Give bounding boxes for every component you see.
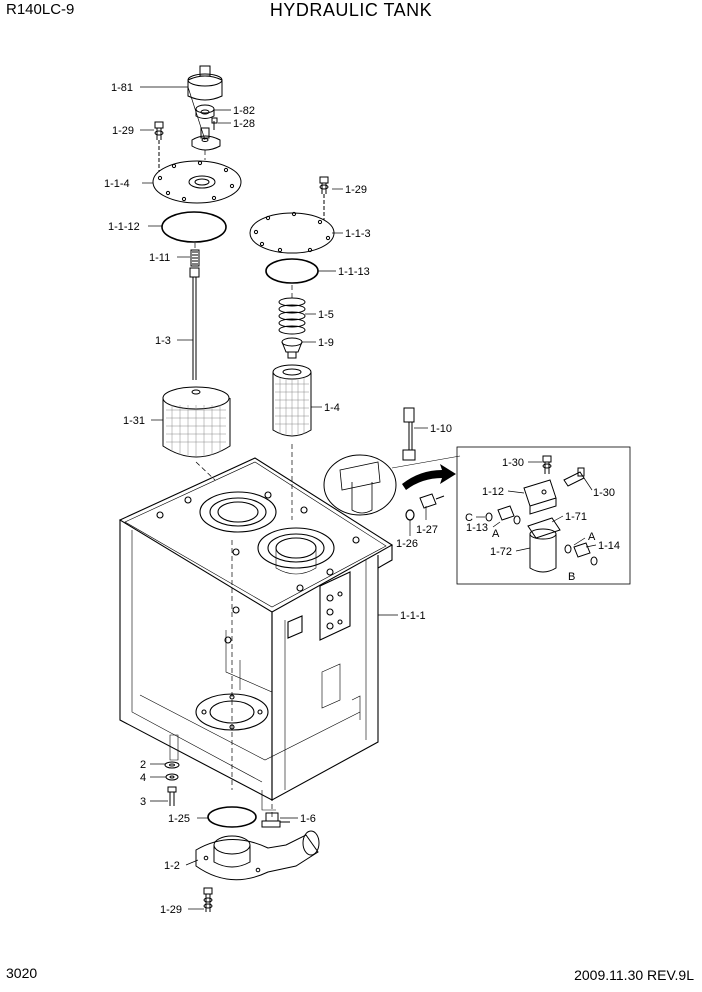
inset-callout-1-13: 1-13 bbox=[466, 522, 488, 534]
callout-1-10: 1-10 bbox=[430, 423, 452, 435]
callout-1-4: 1-4 bbox=[324, 402, 340, 414]
hose-1-10-drawing bbox=[402, 407, 416, 461]
callout-1-1-12: 1-1-12 bbox=[108, 221, 140, 233]
inset-callout-A-left: A bbox=[492, 528, 500, 540]
callout-1-1-3: 1-1-3 bbox=[345, 228, 371, 240]
washer-2-drawing bbox=[164, 761, 180, 769]
callout-1-26: 1-26 bbox=[396, 538, 418, 550]
callout-1-6: 1-6 bbox=[300, 813, 316, 825]
callout-1-3: 1-3 bbox=[155, 335, 171, 347]
detail-arrow-icon bbox=[402, 464, 456, 490]
page-title: HYDRAULIC TANK bbox=[269, 0, 433, 20]
inset-callout-1-14: 1-14 bbox=[598, 540, 620, 552]
valve-1-9-drawing bbox=[281, 337, 303, 359]
callout-labels: 1-81 1-82 1-28 1-29 1-1-4 1-1-12 1-11 1-… bbox=[104, 82, 452, 916]
callout-2: 2 bbox=[140, 759, 146, 771]
inset-callout-A-right: A bbox=[588, 531, 596, 543]
bolt-1-29-upper-right-drawing bbox=[319, 176, 329, 220]
callout-1-28: 1-28 bbox=[233, 118, 255, 130]
fitting-1-6-drawing bbox=[261, 812, 290, 828]
callout-1-25: 1-25 bbox=[168, 813, 190, 825]
callout-1-1-4: 1-1-4 bbox=[104, 178, 130, 190]
detail-inset-box-drawing bbox=[456, 446, 631, 585]
washer-4-drawing bbox=[165, 773, 179, 781]
page-number: 3020 bbox=[6, 965, 38, 981]
spring-1-11-drawing bbox=[190, 249, 200, 267]
inset-callout-1-30-top: 1-30 bbox=[502, 457, 524, 469]
callout-1-9: 1-9 bbox=[318, 337, 334, 349]
strainer-1-31-drawing bbox=[162, 386, 231, 458]
bolt-1-29-bottom-drawing bbox=[203, 887, 213, 912]
rod-1-3-drawing bbox=[189, 267, 200, 380]
callout-4: 4 bbox=[140, 772, 146, 784]
bolt-1-29-upper-left-drawing bbox=[154, 121, 164, 172]
spring-1-5-drawing bbox=[278, 297, 306, 335]
detail-zoom-circle-drawing bbox=[323, 454, 461, 516]
model-code: R140LC-9 bbox=[6, 1, 75, 18]
inset-callout-1-30-right: 1-30 bbox=[593, 487, 615, 499]
callout-1-31: 1-31 bbox=[123, 415, 145, 427]
callout-3: 3 bbox=[140, 796, 146, 808]
inset-callout-1-12: 1-12 bbox=[482, 486, 504, 498]
callout-1-2: 1-2 bbox=[164, 860, 180, 872]
callout-1-5: 1-5 bbox=[318, 309, 334, 321]
bolt-3-drawing bbox=[167, 786, 177, 806]
inset-callout-labels: 1-30 1-30 1-12 1-71 C 1-13 A 1-72 A 1-14… bbox=[465, 457, 620, 583]
callout-1-81: 1-81 bbox=[111, 82, 133, 94]
callout-1-29-bottom: 1-29 bbox=[160, 904, 182, 916]
callout-1-82: 1-82 bbox=[233, 105, 255, 117]
return-filter-1-4-drawing bbox=[272, 364, 312, 437]
date-revision: 2009.11.30 REV.9L bbox=[574, 967, 694, 983]
callout-1-1-1: 1-1-1 bbox=[400, 610, 426, 622]
inset-callout-1-72: 1-72 bbox=[490, 546, 512, 558]
callout-1-27: 1-27 bbox=[416, 524, 438, 536]
inset-callout-1-71: 1-71 bbox=[565, 511, 587, 523]
tank-body-1-1-1-drawing bbox=[118, 457, 394, 811]
fitting-1-27-drawing bbox=[419, 493, 445, 509]
cover-plate-1-1-4-drawing bbox=[152, 160, 242, 204]
suction-pipe-1-2-drawing bbox=[195, 830, 320, 881]
callout-1-1-13: 1-1-13 bbox=[338, 266, 370, 278]
inset-callout-C: C bbox=[465, 512, 473, 524]
cover-plate-1-1-3-drawing bbox=[249, 211, 335, 254]
callout-1-29-upper-left: 1-29 bbox=[112, 125, 134, 137]
inset-callout-B: B bbox=[568, 571, 575, 583]
breather-cap-drawing bbox=[187, 65, 223, 151]
callout-1-11: 1-11 bbox=[149, 252, 170, 264]
callout-1-29-upper-right: 1-29 bbox=[345, 184, 367, 196]
